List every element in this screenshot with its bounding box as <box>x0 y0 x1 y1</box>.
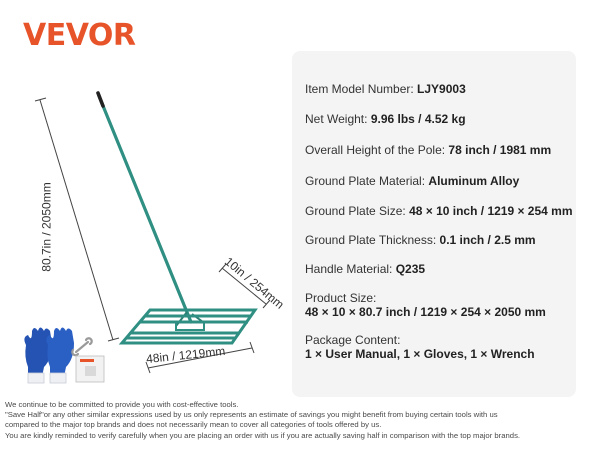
spec-model-number: Item Model Number: LJY9003 <box>305 82 466 96</box>
disclaimer-line: "Save Half"or any other similar expressi… <box>5 410 498 420</box>
disclaimer-line: compared to the major top brands and doe… <box>5 420 382 430</box>
vevor-logo: VEVOR <box>23 18 136 53</box>
user-manual-icon <box>75 355 105 383</box>
spec-plate-size: Ground Plate Size: 48 × 10 inch / 1219 ×… <box>305 204 573 218</box>
height-dimension-label: 80.7in / 2050mm <box>39 182 54 272</box>
width-dimension-line <box>145 341 255 374</box>
gloves-icon <box>24 327 74 384</box>
depth-dimension-line <box>218 263 271 309</box>
wrench-icon <box>71 337 93 357</box>
spec-plate-material: Ground Plate Material: Aluminum Alloy <box>305 174 520 188</box>
spec-panel: Item Model Number: LJY9003 Net Weight: 9… <box>292 51 576 397</box>
disclaimer-line: We continue to be committed to provide y… <box>5 400 239 409</box>
rake-handle <box>96 91 204 327</box>
spec-pole-height: Overall Height of the Pole: 78 inch / 19… <box>305 143 552 157</box>
disclaimer-text: We continue to be committed to provide y… <box>5 400 597 441</box>
ground-plate <box>118 308 258 345</box>
spec-package-content: Package Content:1 × User Manual, 1 × Glo… <box>305 333 535 361</box>
height-dimension-line <box>34 97 120 342</box>
disclaimer-line: You are kindly reminded to verify carefu… <box>5 430 521 440</box>
product-illustration <box>24 91 271 384</box>
spec-product-size: Product Size:48 × 10 × 80.7 inch / 1219 … <box>305 291 546 319</box>
spec-plate-thickness: Ground Plate Thickness: 0.1 inch / 2.5 m… <box>305 233 536 247</box>
spec-net-weight: Net Weight: 9.96 lbs / 4.52 kg <box>305 112 466 126</box>
spec-handle-material: Handle Material: Q235 <box>305 262 426 276</box>
